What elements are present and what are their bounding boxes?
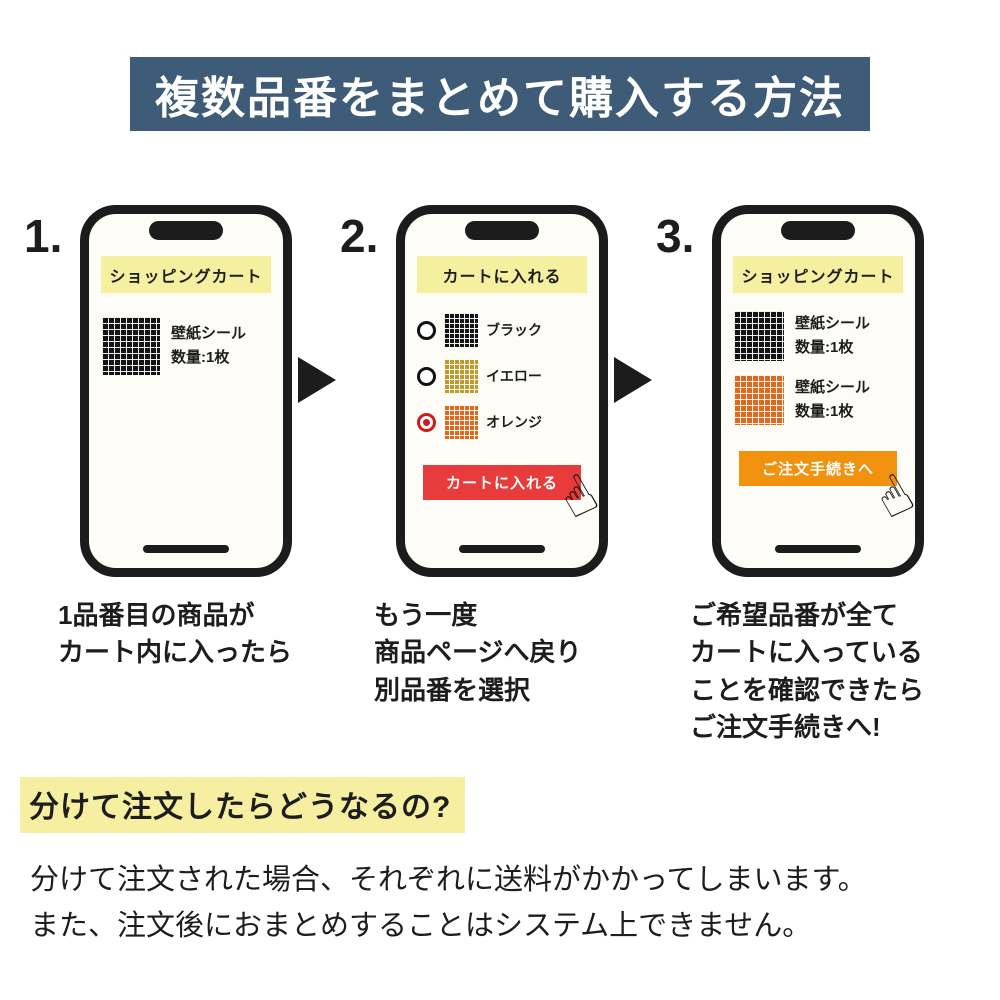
page-title: 複数品番をまとめて購入する方法 <box>155 74 845 123</box>
color-option-yellow: イエロー <box>405 359 599 393</box>
orange-grid-swatch-icon <box>444 405 478 439</box>
step-3: 3. ショッピングカート 壁紙シール 数量:1枚 壁紙シー <box>656 205 926 747</box>
step-3-number: 3. <box>656 210 695 262</box>
cart-item-row: 壁紙シール 数量:1枚 <box>721 311 915 361</box>
arrow-right-icon <box>298 357 336 403</box>
arrow-right-icon <box>614 357 652 403</box>
caption-line: カート内に入ったら <box>58 637 293 668</box>
hand-cursor-icon: ☝ <box>864 461 925 533</box>
yellow-grid-swatch-icon <box>444 359 478 393</box>
checkout-button[interactable]: ご注文手続きへ <box>739 451 897 486</box>
step-1-number: 1. <box>24 210 63 262</box>
product-name: 壁紙シール <box>795 379 871 396</box>
phone-mockup-2: カートに入れる ブラック イエロー オレンジ <box>396 205 608 577</box>
color-option-label: イエロー <box>486 368 542 384</box>
caption-line: 商品ページへ戻り <box>374 637 582 668</box>
phone-mockup-1: ショッピングカート 壁紙シール 数量:1枚 <box>80 205 292 577</box>
question-heading: 分けて注文したらどうなるの? <box>20 776 466 833</box>
step-2-caption: もう一度 商品ページへ戻り 別品番を選択 <box>374 597 610 709</box>
step-2-number: 2. <box>340 210 379 262</box>
orange-grid-swatch-icon <box>734 375 784 425</box>
color-option-orange: オレンジ <box>405 405 599 439</box>
caption-line: カートに入っている <box>690 637 923 668</box>
product-name: 壁紙シール <box>795 315 871 332</box>
radio-yellow[interactable] <box>417 366 436 386</box>
note-line: 分けて注文された場合、それぞれに送料がかかってしまいます。 <box>30 863 867 896</box>
phone-home-indicator <box>775 545 861 553</box>
step-3-caption: ご希望品番が全て カートに入っている ことを確認できたら ご注文手続きへ! <box>690 597 926 747</box>
phone-notch-icon <box>781 221 855 240</box>
phone-home-indicator <box>143 545 229 553</box>
question-heading-wrap: 分けて注文したらどうなるの? <box>20 776 1000 833</box>
product-name: 壁紙シール <box>171 325 247 342</box>
note-text: 分けて注文された場合、それぞれに送料がかかってしまいます。 また、注文後におまと… <box>30 857 1000 950</box>
steps-row: 1. ショッピングカート 壁紙シール 数量:1枚 1品番目の商品が <box>24 205 1000 747</box>
cart-item-row: 壁紙シール 数量:1枚 <box>89 317 283 375</box>
add-to-cart-button[interactable]: カートに入れる <box>423 465 581 500</box>
product-qty: 数量:1枚 <box>795 339 854 356</box>
cart-item-row: 壁紙シール 数量:1枚 <box>721 375 915 425</box>
caption-line: 別品番を選択 <box>374 674 531 705</box>
cart-screen-title-3: ショッピングカート <box>733 256 903 293</box>
color-option-label: オレンジ <box>486 414 542 430</box>
phone-mockup-3: ショッピングカート 壁紙シール 数量:1枚 壁紙シール 数量:1枚 <box>712 205 924 577</box>
caption-line: 1品番目の商品が <box>58 600 255 630</box>
black-grid-swatch-icon <box>102 317 160 375</box>
add-to-cart-screen-title: カートに入れる <box>417 256 587 293</box>
caption-line: ご希望品番が全て <box>690 600 899 630</box>
product-qty: 数量:1枚 <box>171 349 230 366</box>
step-1-caption: 1品番目の商品が カート内に入ったら <box>58 597 294 672</box>
phone-notch-icon <box>465 221 539 240</box>
hand-cursor-icon: ☝ <box>548 461 609 533</box>
black-grid-swatch-icon <box>444 313 478 347</box>
caption-line: ことを確認できたら <box>690 674 925 705</box>
product-qty: 数量:1枚 <box>795 403 854 420</box>
caption-line: ご注文手続きへ! <box>690 712 881 743</box>
step-1: 1. ショッピングカート 壁紙シール 数量:1枚 1品番目の商品が <box>24 205 294 672</box>
title-banner: 複数品番をまとめて購入する方法 <box>130 57 870 131</box>
note-line: また、注文後におまとめすることはシステム上できません。 <box>30 910 812 943</box>
caption-line: もう一度 <box>374 600 478 630</box>
phone-home-indicator <box>459 545 545 553</box>
radio-black[interactable] <box>417 320 436 340</box>
color-option-black: ブラック <box>405 313 599 347</box>
cart-screen-title-1: ショッピングカート <box>101 256 271 293</box>
radio-orange-selected[interactable] <box>417 412 436 432</box>
phone-notch-icon <box>149 221 223 240</box>
color-option-label: ブラック <box>486 322 542 338</box>
black-grid-swatch-icon <box>734 311 784 361</box>
step-2: 2. カートに入れる ブラック イエロー <box>340 205 610 709</box>
